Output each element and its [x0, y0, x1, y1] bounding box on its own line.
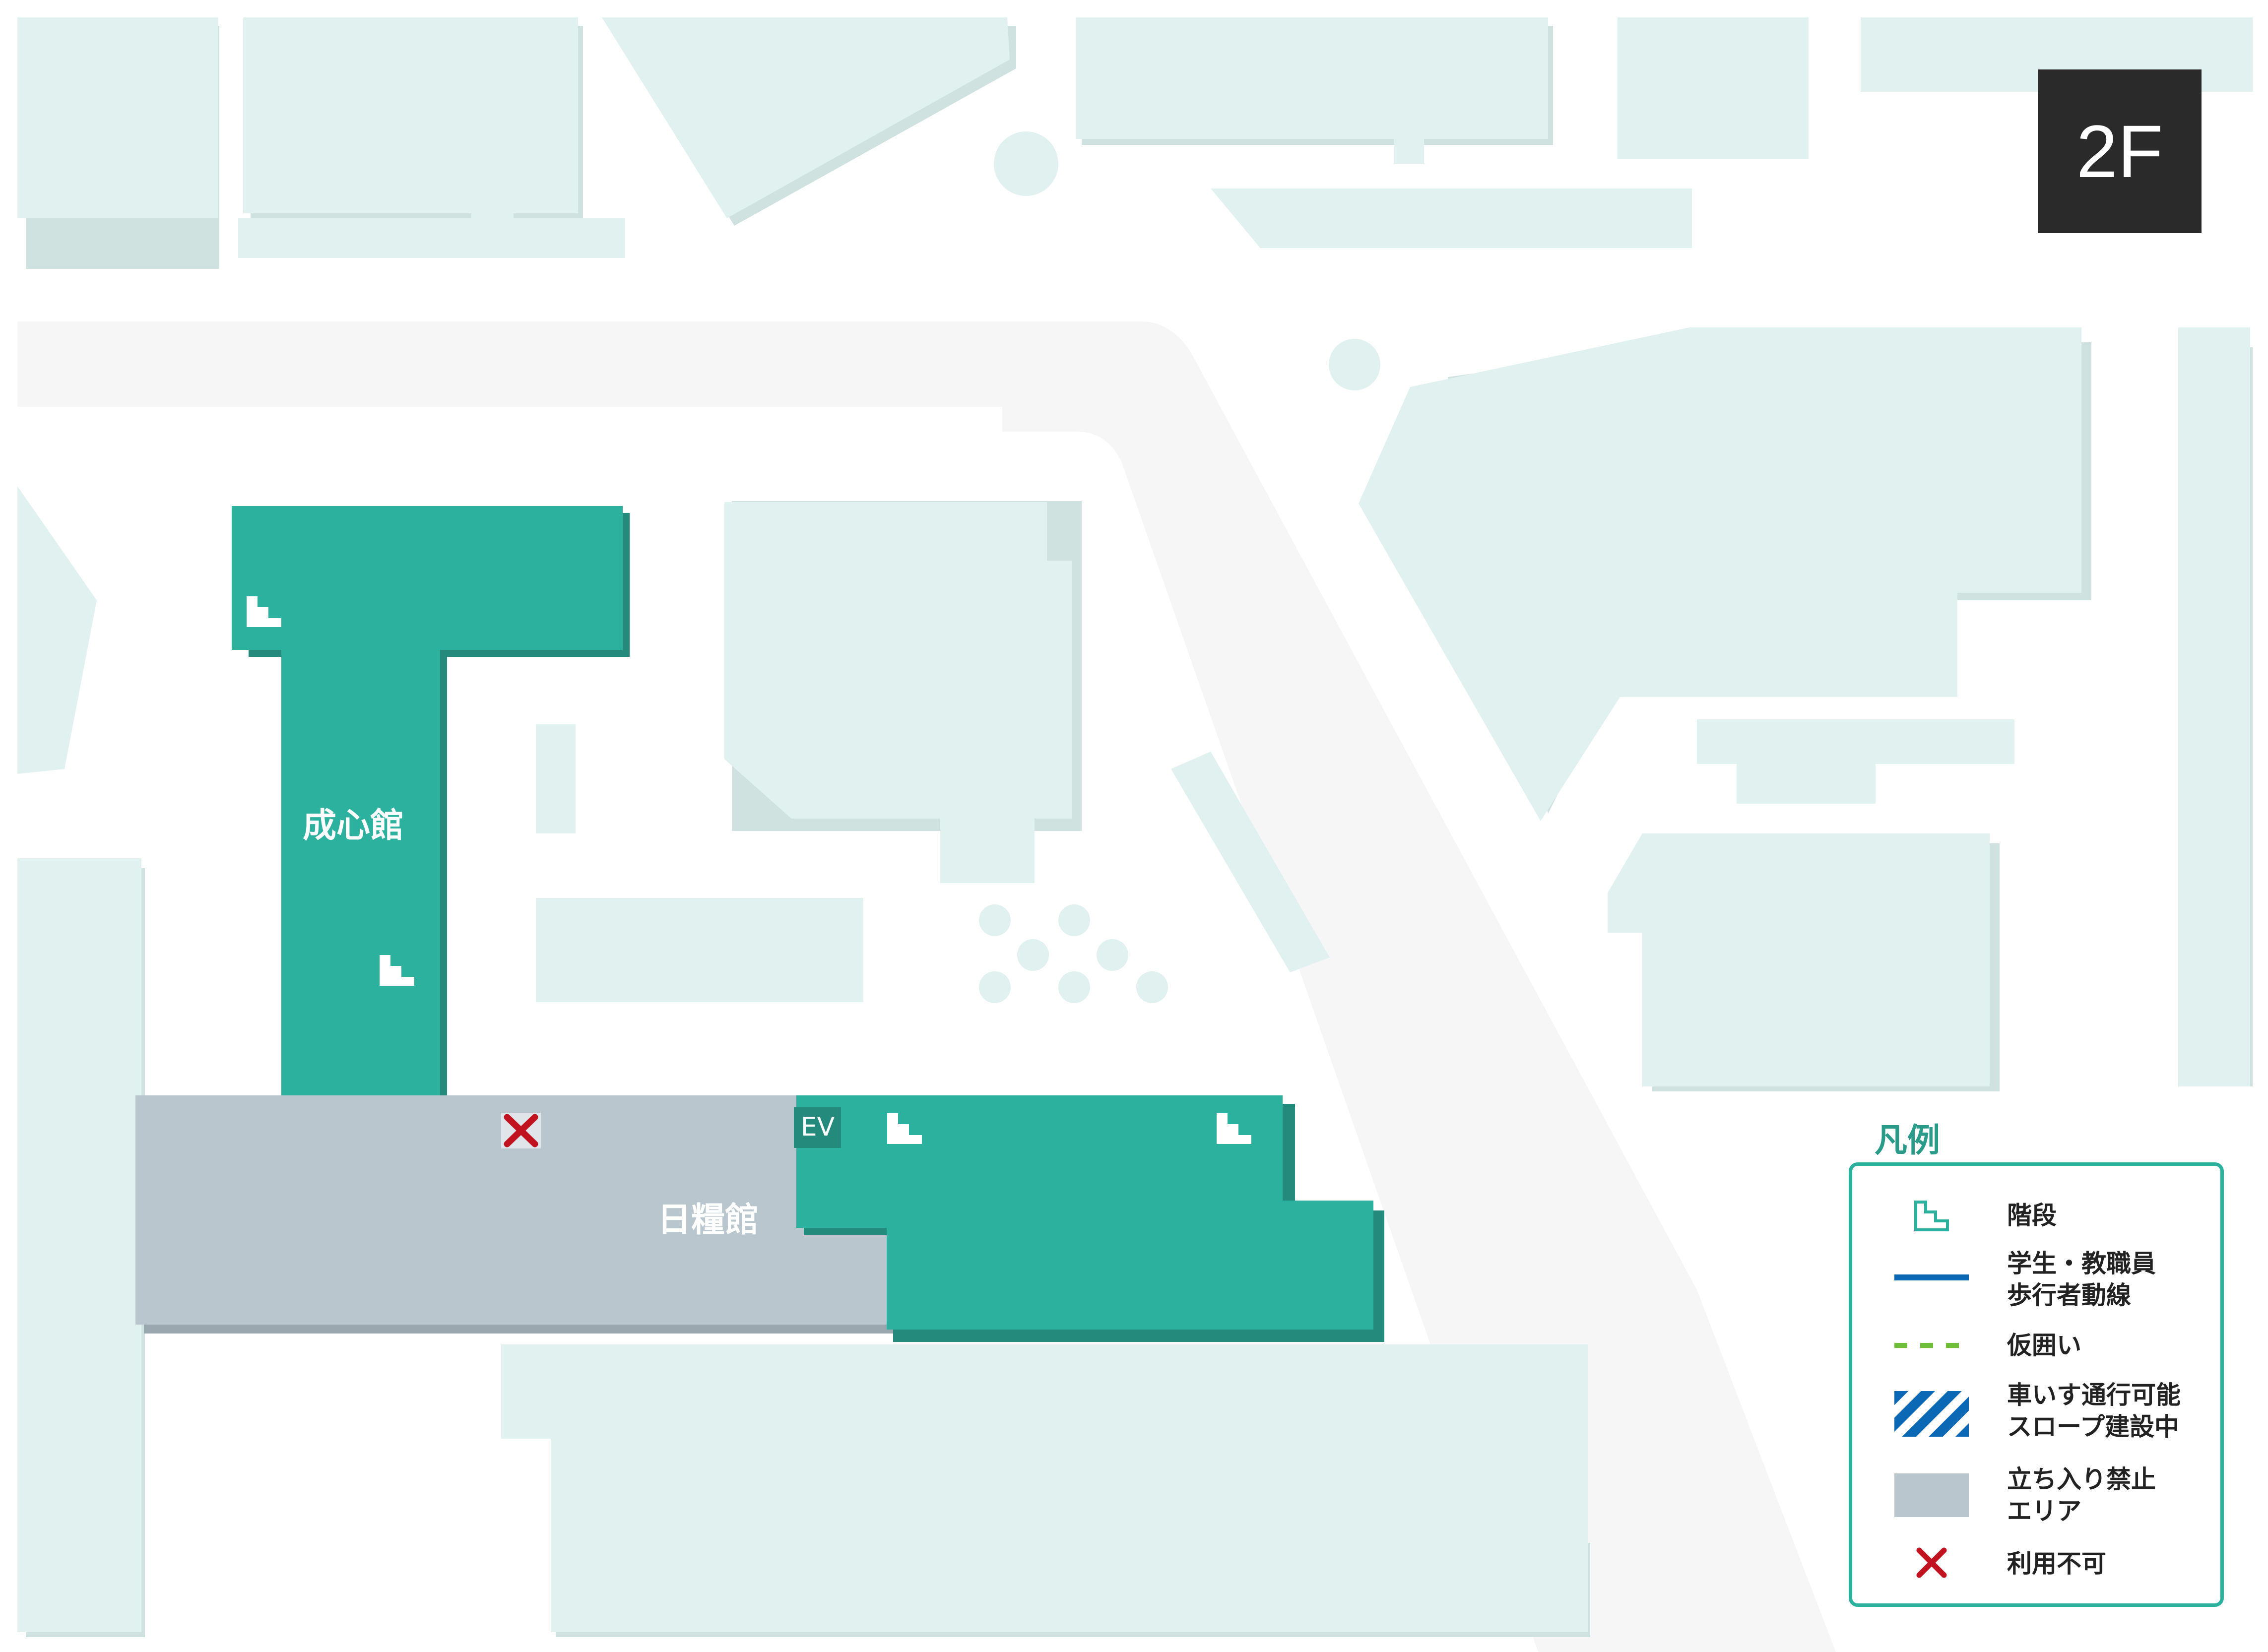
legend: 階段 学生・教職員 歩行者動線 仮囲い 車いす通行可能 スロープ建設中	[1849, 1162, 2224, 1607]
ev-label: EV	[800, 1112, 835, 1142]
road-network	[17, 258, 2250, 1652]
context-buildings	[17, 17, 2253, 1637]
solid-line-swatch	[1894, 1263, 1969, 1292]
floor-indicator: 2F	[2038, 69, 2202, 233]
hatched-swatch	[1894, 1389, 1969, 1439]
legend-label: 歩行者動線	[2007, 1281, 2131, 1310]
seishinkan-label: 成心館	[303, 806, 404, 845]
legend-label: 階段	[2007, 1201, 2057, 1230]
legend-label: 仮囲い	[2007, 1331, 2081, 1360]
dashed-line-swatch	[1894, 1330, 1969, 1361]
legend-label: 利用不可	[2007, 1549, 2106, 1578]
legend-label: エリア	[2007, 1497, 2081, 1525]
nichiryokan-label: 日糧館	[657, 1201, 759, 1240]
legend-title: 凡例	[1875, 1121, 1940, 1159]
unavailable-icon	[501, 1113, 541, 1148]
elevator-box[interactable]	[794, 1107, 841, 1148]
building-seishinkan[interactable]	[232, 506, 630, 1102]
building-nichiryokan[interactable]	[796, 1095, 1384, 1342]
x-mark-icon	[1894, 1545, 1969, 1580]
stairs-icon	[1894, 1196, 1969, 1235]
legend-label: 車いす通行可能	[2007, 1381, 2181, 1409]
legend-label: 学生・教職員	[2007, 1249, 2156, 1278]
legend-label: 立ち入り禁止	[2007, 1465, 2156, 1494]
restricted-swatch	[1894, 1472, 1969, 1518]
legend-label: スロープ建設中	[2007, 1412, 2179, 1441]
